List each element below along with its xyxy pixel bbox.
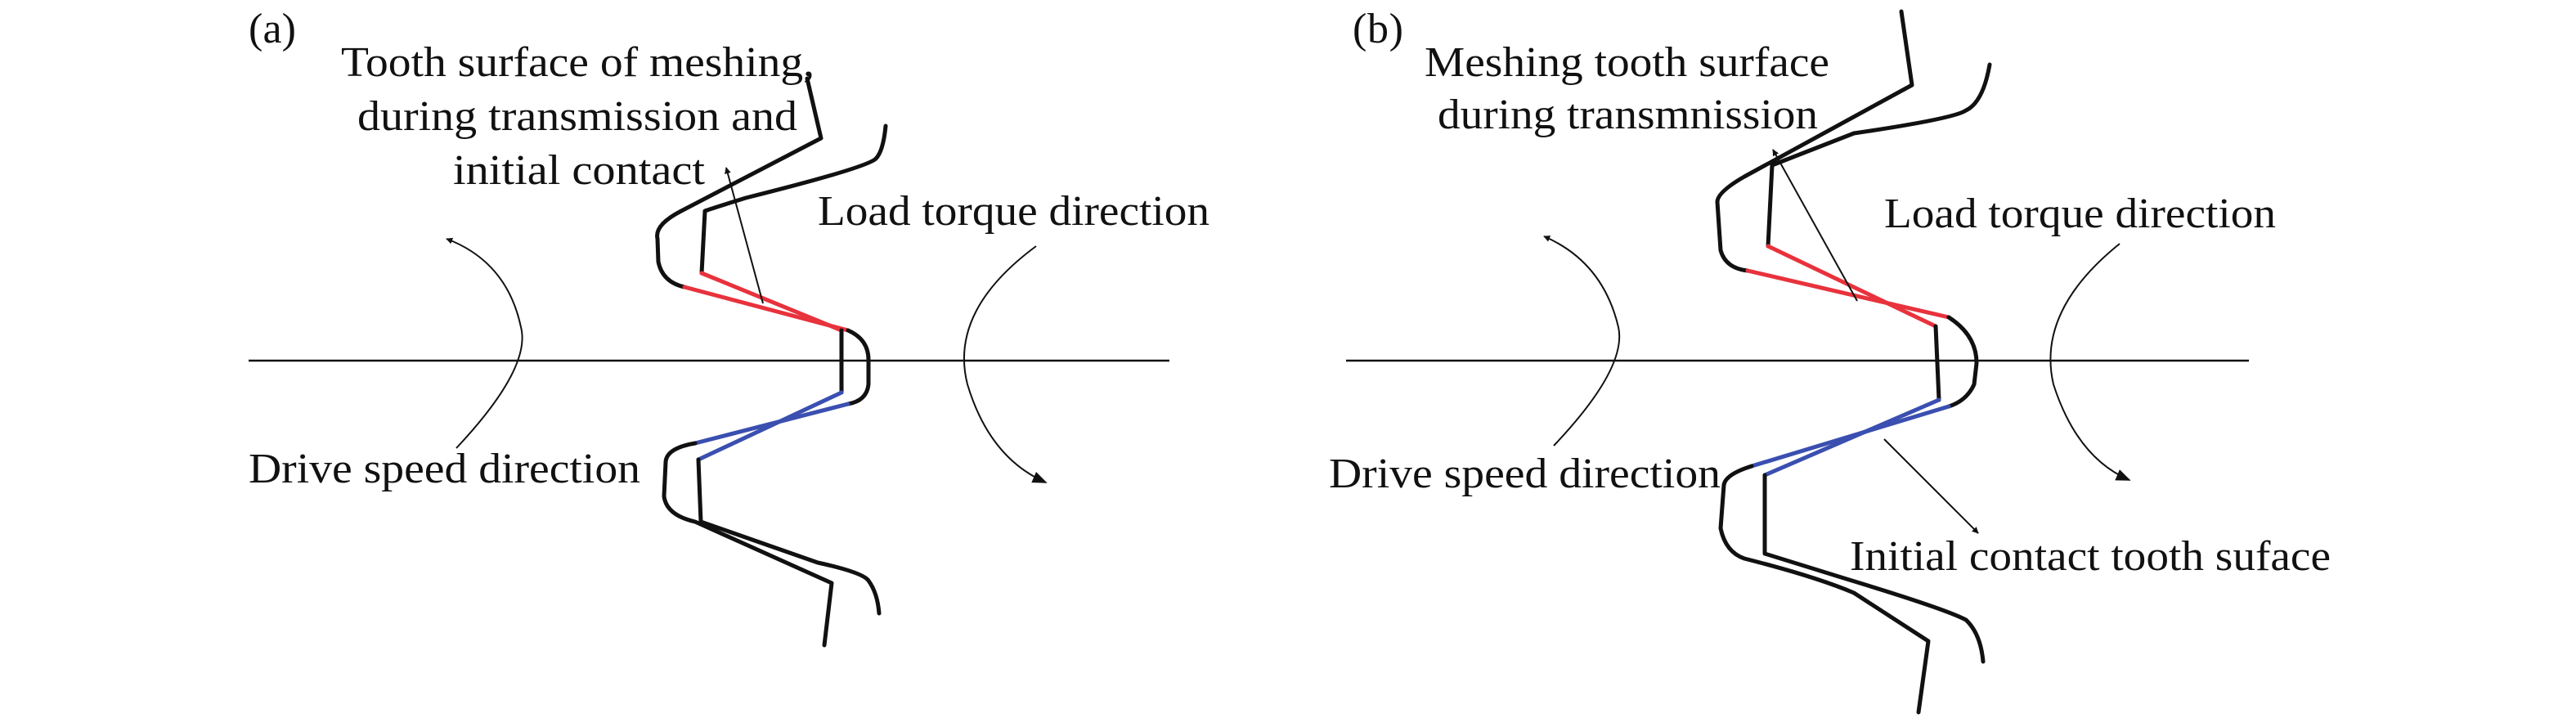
panel-a-label: (a) xyxy=(249,6,296,52)
drive-speed-arrow xyxy=(446,237,523,449)
meshing-label-line1: Tooth surface of meshing, xyxy=(341,39,815,86)
meshing-surface-outer xyxy=(1745,268,1951,320)
inner-tooth-profile-middle xyxy=(1933,324,1941,402)
meshing-pointer-arrow xyxy=(1772,149,1858,302)
outer-tooth-profile-middle xyxy=(846,328,871,406)
meshing-label-line1: Meshing tooth surface xyxy=(1425,39,1829,86)
panel-b-label: (b) xyxy=(1353,6,1403,52)
inner-tooth-profile-upper xyxy=(1766,62,1992,249)
initial-contact-pointer-arrow xyxy=(1883,438,1979,534)
drive-speed-label: Drive speed direction xyxy=(1329,451,1721,497)
outer-tooth-profile-lower xyxy=(1718,464,1931,715)
meshing-label-line3: initial contact xyxy=(453,147,706,194)
outer-tooth-profile-lower xyxy=(662,441,834,648)
meshing-surface-inner xyxy=(699,271,844,333)
initial-contact-surface-inner xyxy=(1762,397,1941,478)
load-torque-label: Load torque direction xyxy=(818,188,1209,235)
meshing-label-line2: during transmission and xyxy=(357,93,797,140)
panel-b: (b) Meshing tooth surface during transmn… xyxy=(1329,6,2331,715)
drive-speed-arrow xyxy=(1543,236,1621,447)
panel-a: (a) Tooth surface of meshing, during tra… xyxy=(249,6,1209,648)
inner-tooth-profile-upper xyxy=(699,123,888,276)
inner-tooth-profile-lower xyxy=(1762,473,1986,664)
meshing-surface-inner xyxy=(1766,244,1938,329)
outer-tooth-profile-upper xyxy=(655,76,824,289)
outer-tooth-profile-middle xyxy=(1946,315,1979,409)
load-torque-arrow xyxy=(2049,243,2131,481)
drive-speed-label: Drive speed direction xyxy=(249,446,640,492)
initial-contact-label: Initial contact tooth suface xyxy=(1850,533,2331,580)
outer-tooth-profile-upper xyxy=(1715,9,1914,273)
meshing-label-line2: during transmnission xyxy=(1438,92,1818,138)
inner-tooth-profile-lower xyxy=(696,457,882,616)
load-torque-label: Load torque direction xyxy=(1884,191,2276,237)
meshing-pointer-arrow xyxy=(725,167,764,304)
initial-contact-surface-inner xyxy=(696,390,844,462)
load-torque-arrow xyxy=(963,245,1048,483)
